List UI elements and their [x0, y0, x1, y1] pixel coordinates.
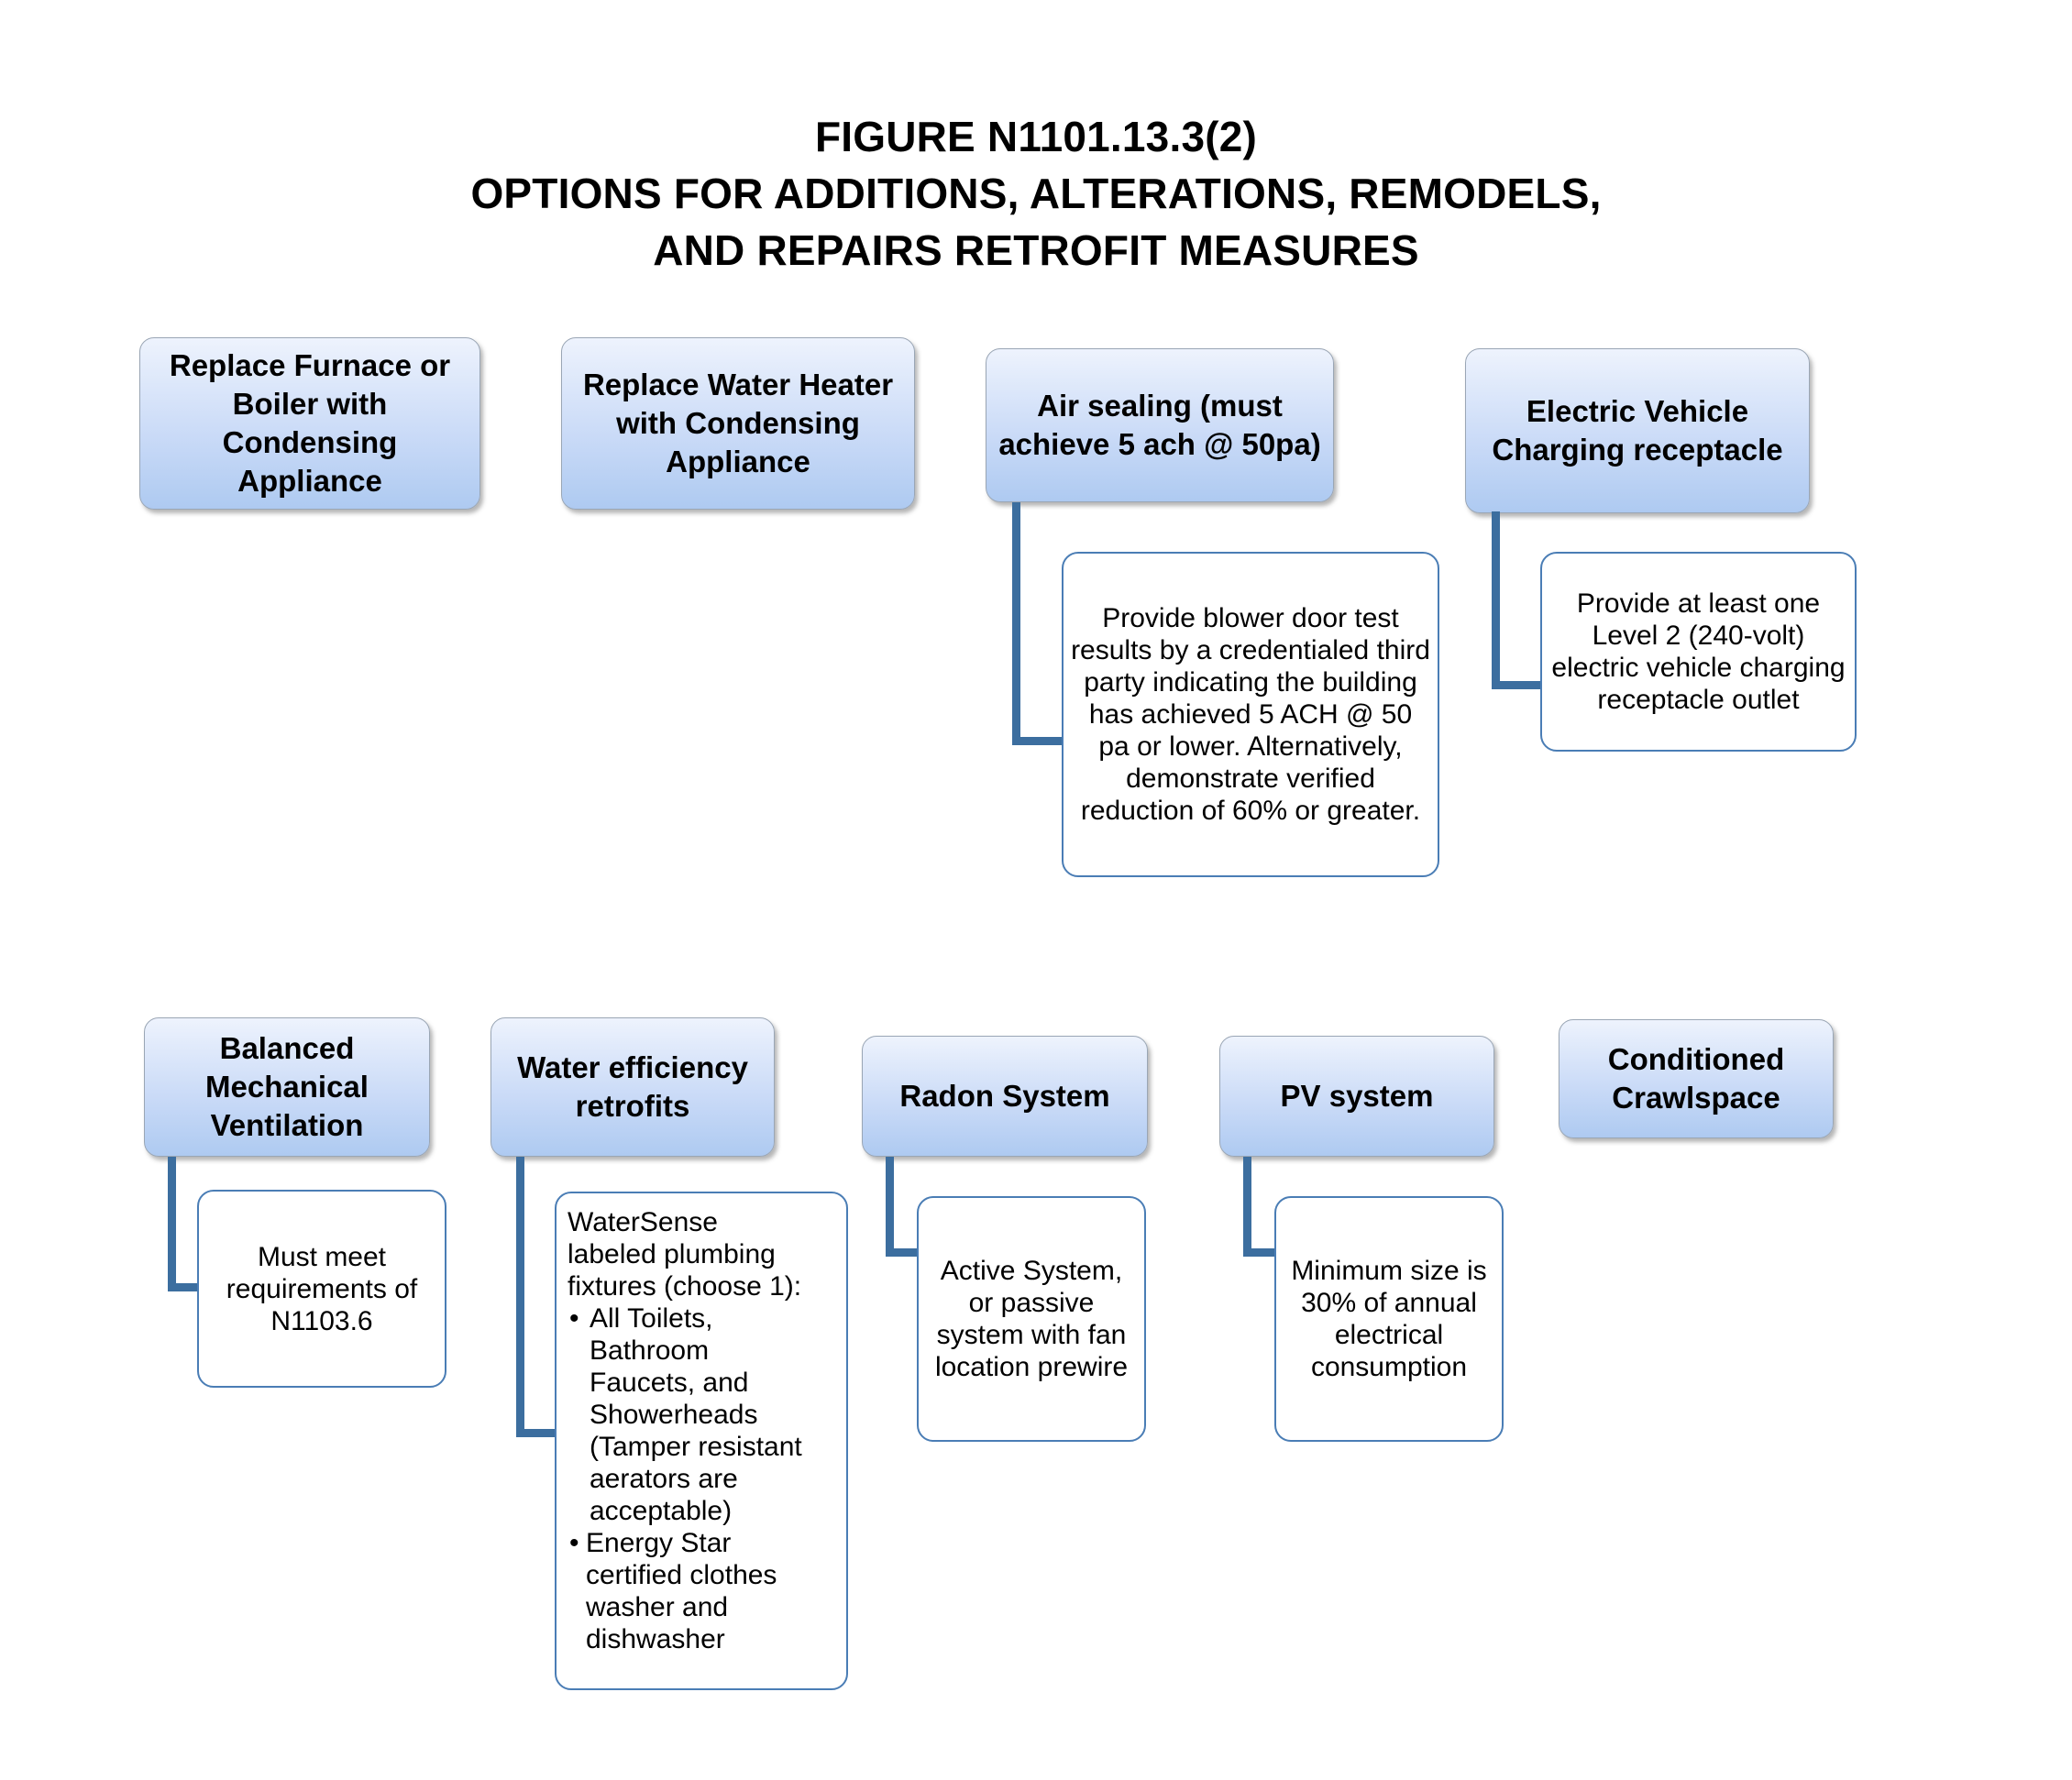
list-item: All Toilets, Bathroom Faucets, and Showe…	[568, 1302, 841, 1527]
node-conditioned-crawlspace[interactable]: Conditioned Crawlspace	[1559, 1019, 1834, 1138]
connector-pv-vertical	[1243, 1157, 1251, 1257]
figure-title: FIGURE N1101.13.3(2) OPTIONS FOR ADDITIO…	[0, 108, 2072, 279]
connector-balanced-ventilation-vertical	[168, 1157, 176, 1291]
detail-water-efficiency-lead-line-2: labeled plumbing	[568, 1239, 776, 1269]
connector-water-efficiency-horizontal	[516, 1429, 567, 1437]
list-item: Energy Star certified clothes washer and…	[568, 1527, 841, 1655]
bullet-1-line-2: Bathroom	[590, 1335, 710, 1366]
connector-balanced-ventilation-horizontal	[168, 1283, 218, 1291]
bullet-1-line-6: aerators are	[590, 1464, 738, 1494]
connector-air-sealing-horizontal	[1012, 737, 1067, 745]
detail-water-efficiency-lead-line-1: WaterSense	[568, 1207, 718, 1237]
connector-pv-horizontal	[1243, 1248, 1294, 1257]
bullet-1-line-4: Showerheads	[590, 1400, 758, 1430]
node-water-efficiency[interactable]: Water efficiency retrofits	[490, 1017, 775, 1157]
node-replace-water-heater[interactable]: Replace Water Heater with Condensing App…	[561, 337, 915, 510]
detail-water-efficiency-lead-line-3: fixtures (choose 1):	[568, 1271, 802, 1302]
connector-radon-horizontal	[886, 1248, 936, 1257]
bullet-1-line-3: Faucets, and	[590, 1368, 749, 1398]
bullet-1-line-5: (Tamper resistant	[590, 1432, 802, 1462]
figure-title-line-3: AND REPAIRS RETROFIT MEASURES	[653, 226, 1419, 274]
detail-air-sealing: Provide blower door test results by a cr…	[1062, 552, 1439, 877]
connector-ev-charging-horizontal	[1492, 681, 1547, 689]
connector-water-efficiency-vertical	[516, 1157, 524, 1437]
connector-ev-charging-vertical	[1492, 511, 1500, 689]
detail-ev-charging: Provide at least one Level 2 (240-volt) …	[1540, 552, 1857, 752]
connector-radon-vertical	[886, 1157, 894, 1257]
node-air-sealing[interactable]: Air sealing (must achieve 5 ach @ 50pa)	[986, 348, 1334, 502]
connector-air-sealing-vertical	[1012, 502, 1020, 745]
detail-balanced-ventilation: Must meet requirements of N1103.6	[197, 1190, 446, 1388]
bullet-2-line-1: Energy Star	[586, 1528, 732, 1558]
figure-title-line-2: OPTIONS FOR ADDITIONS, ALTERATIONS, REMO…	[470, 170, 1602, 217]
node-replace-furnace[interactable]: Replace Furnace or Boiler with Condensin…	[139, 337, 480, 510]
node-ev-charging[interactable]: Electric Vehicle Charging receptacle	[1465, 348, 1810, 513]
detail-radon-system: Active System, or passive system with fa…	[917, 1196, 1146, 1442]
node-pv-system[interactable]: PV system	[1219, 1036, 1494, 1157]
bullet-1-line-1: All Toilets,	[590, 1303, 713, 1334]
detail-pv-system: Minimum size is 30% of annual electrical…	[1274, 1196, 1504, 1442]
detail-water-efficiency: WaterSense labeled plumbing fixtures (ch…	[555, 1192, 848, 1690]
detail-water-efficiency-bullet-list: All Toilets, Bathroom Faucets, and Showe…	[568, 1302, 841, 1655]
bullet-2-line-2: certified clothes	[586, 1560, 777, 1590]
bullet-1-line-7: acceptable)	[590, 1496, 733, 1526]
bullet-2-line-3: washer and	[586, 1592, 729, 1622]
figure-title-line-1: FIGURE N1101.13.3(2)	[814, 113, 1258, 160]
node-balanced-ventilation[interactable]: Balanced Mechanical Ventilation	[144, 1017, 430, 1157]
bullet-2-line-4: dishwasher	[586, 1624, 725, 1654]
node-radon-system[interactable]: Radon System	[862, 1036, 1148, 1157]
